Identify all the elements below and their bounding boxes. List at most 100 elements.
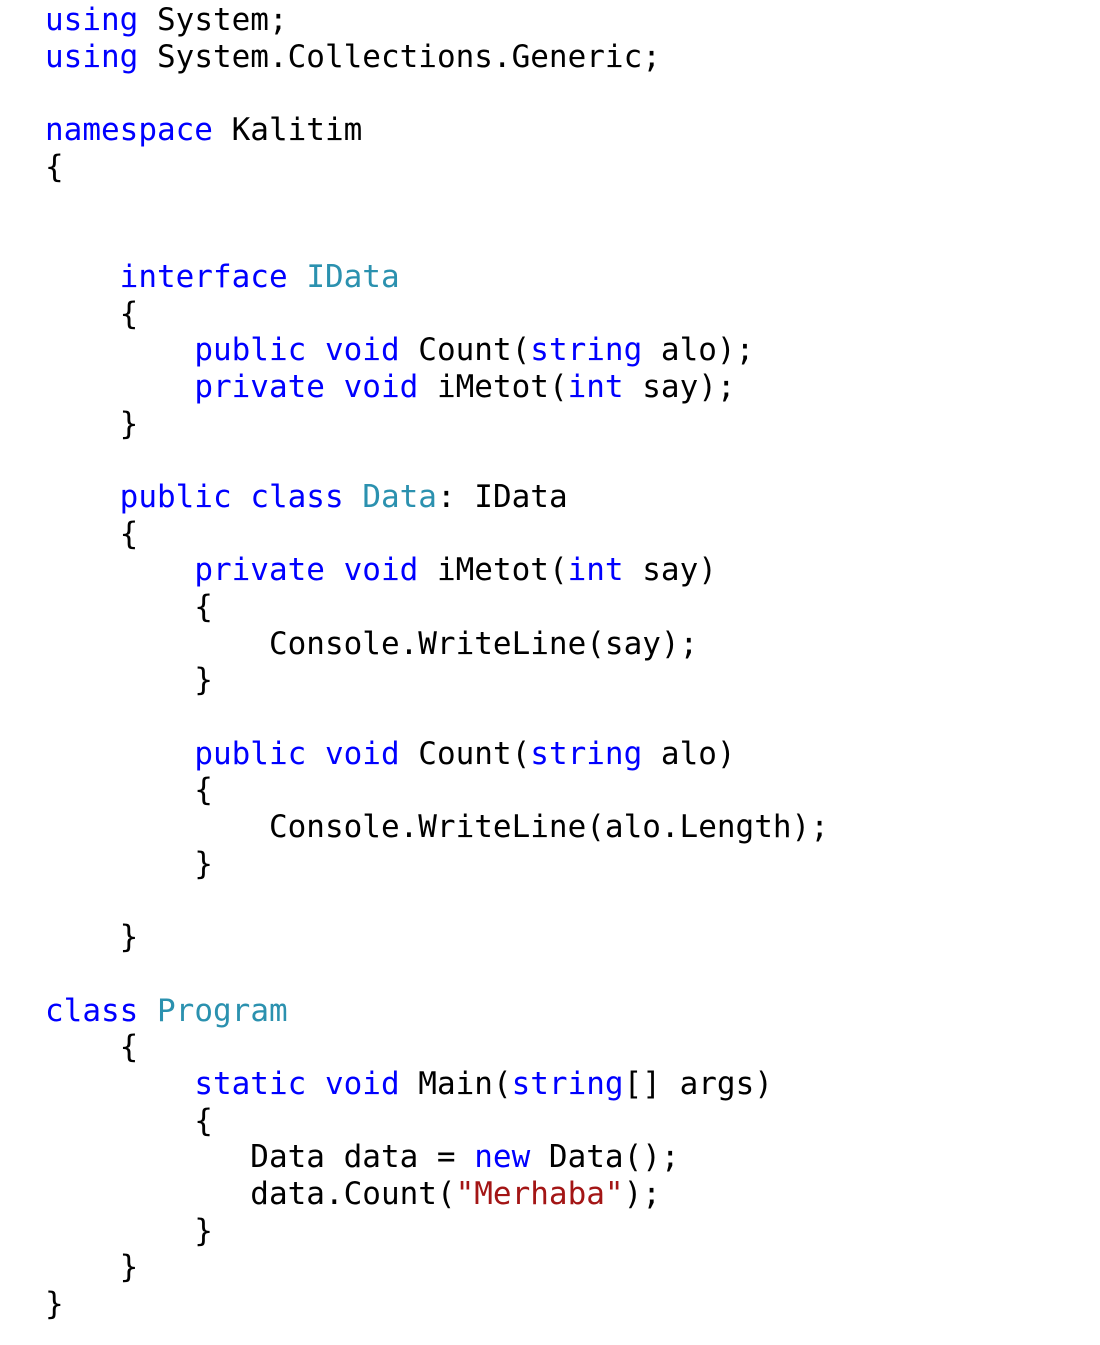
code-text bbox=[306, 1066, 325, 1102]
code-text bbox=[232, 479, 251, 515]
code-text bbox=[45, 479, 120, 515]
code-text bbox=[344, 479, 363, 515]
keyword-token: void bbox=[324, 735, 400, 772]
code-text: } bbox=[45, 1286, 64, 1323]
code-line: } bbox=[45, 919, 829, 956]
code-line: private void iMetot(int say); bbox=[45, 369, 829, 406]
code-line bbox=[45, 185, 829, 222]
keyword-token: static bbox=[194, 1065, 307, 1102]
code-text: { bbox=[45, 295, 139, 332]
code-text: alo) bbox=[642, 735, 736, 772]
keyword-token: new bbox=[474, 1139, 531, 1176]
keyword-token: class bbox=[45, 992, 139, 1029]
keyword-token: void bbox=[343, 368, 419, 405]
code-line: } bbox=[45, 1213, 829, 1250]
code-text: { bbox=[45, 772, 213, 809]
code-line: { bbox=[45, 1103, 829, 1140]
code-text: } bbox=[45, 1212, 213, 1249]
keyword-token: private bbox=[194, 552, 325, 589]
keyword-token: private bbox=[194, 368, 325, 405]
keyword-token: string bbox=[530, 735, 643, 772]
code-line bbox=[45, 442, 829, 479]
keyword-token: int bbox=[567, 368, 624, 405]
code-editor[interactable]: using System;using System.Collections.Ge… bbox=[45, 2, 829, 1323]
keyword-token: void bbox=[343, 552, 419, 589]
code-text: [] args) bbox=[623, 1065, 773, 1102]
code-text bbox=[45, 259, 120, 295]
code-text: say); bbox=[623, 368, 736, 405]
keyword-token: void bbox=[324, 1065, 400, 1102]
code-text: Count( bbox=[399, 332, 531, 369]
type-token: IData bbox=[306, 258, 400, 295]
keyword-token: public bbox=[119, 478, 232, 515]
code-text bbox=[306, 736, 325, 772]
code-line: Console.WriteLine(alo.Length); bbox=[45, 809, 829, 846]
code-text: Console.WriteLine(say); bbox=[45, 625, 699, 662]
keyword-token: using bbox=[45, 38, 139, 75]
code-line: } bbox=[45, 1249, 829, 1286]
code-line: { bbox=[45, 772, 829, 809]
code-line bbox=[45, 956, 829, 993]
code-line: interface IData bbox=[45, 259, 829, 296]
code-text: Count( bbox=[399, 735, 531, 772]
code-line bbox=[45, 75, 829, 112]
code-text: System.Collections.Generic; bbox=[138, 38, 661, 75]
keyword-token: string bbox=[530, 332, 643, 369]
code-line bbox=[45, 699, 829, 736]
code-text: { bbox=[45, 148, 64, 185]
code-line: Data data = new Data(); bbox=[45, 1139, 829, 1176]
code-line: { bbox=[45, 516, 829, 553]
code-text: Data data = bbox=[45, 1139, 475, 1176]
code-text bbox=[325, 552, 344, 588]
code-text: } bbox=[45, 919, 139, 956]
code-text bbox=[288, 259, 307, 295]
code-text bbox=[45, 332, 194, 368]
code-text: } bbox=[45, 845, 213, 882]
code-text: Kalitim bbox=[212, 112, 363, 149]
keyword-token: public bbox=[194, 332, 307, 369]
code-text: data.Count( bbox=[45, 1176, 456, 1212]
code-text: System; bbox=[138, 2, 288, 38]
code-text: } bbox=[45, 1249, 139, 1286]
code-text: Main( bbox=[399, 1065, 512, 1102]
code-line: public class Data: IData bbox=[45, 479, 829, 516]
code-line: data.Count("Merhaba"); bbox=[45, 1176, 829, 1213]
code-line: public void Count(string alo); bbox=[45, 332, 829, 369]
code-text: Console.WriteLine(alo.Length); bbox=[45, 809, 829, 846]
code-text: } bbox=[45, 662, 213, 699]
keyword-token: string bbox=[511, 1065, 624, 1102]
type-token: Program bbox=[157, 992, 288, 1029]
code-text: Data(); bbox=[530, 1139, 680, 1176]
code-line: } bbox=[45, 662, 829, 699]
code-text bbox=[325, 369, 344, 405]
code-text bbox=[306, 332, 325, 368]
code-line: } bbox=[45, 406, 829, 443]
code-text bbox=[45, 552, 194, 588]
keyword-token: namespace bbox=[45, 112, 213, 149]
code-line: { bbox=[45, 1029, 829, 1066]
code-text bbox=[138, 993, 157, 1029]
code-line bbox=[45, 883, 829, 920]
code-text bbox=[45, 1066, 194, 1102]
code-text: { bbox=[45, 1029, 139, 1066]
code-line: using System.Collections.Generic; bbox=[45, 39, 829, 76]
code-line: public void Count(string alo) bbox=[45, 736, 829, 773]
code-line: } bbox=[45, 1286, 829, 1323]
code-line: namespace Kalitim bbox=[45, 112, 829, 149]
keyword-token: int bbox=[567, 552, 624, 589]
code-text: { bbox=[45, 1102, 213, 1139]
code-line: static void Main(string[] args) bbox=[45, 1066, 829, 1103]
code-text bbox=[45, 369, 194, 405]
code-text: iMetot( bbox=[418, 368, 568, 405]
code-text: alo); bbox=[642, 332, 755, 369]
keyword-token: void bbox=[324, 332, 400, 369]
code-line: } bbox=[45, 846, 829, 883]
code-line: private void iMetot(int say) bbox=[45, 552, 829, 589]
code-line: { bbox=[45, 296, 829, 333]
code-line bbox=[45, 222, 829, 259]
code-text: iMetot( bbox=[418, 552, 568, 589]
keyword-token: public bbox=[194, 735, 307, 772]
string-token: "Merhaba" bbox=[455, 1176, 624, 1212]
code-line: { bbox=[45, 589, 829, 626]
code-text: } bbox=[45, 405, 139, 442]
